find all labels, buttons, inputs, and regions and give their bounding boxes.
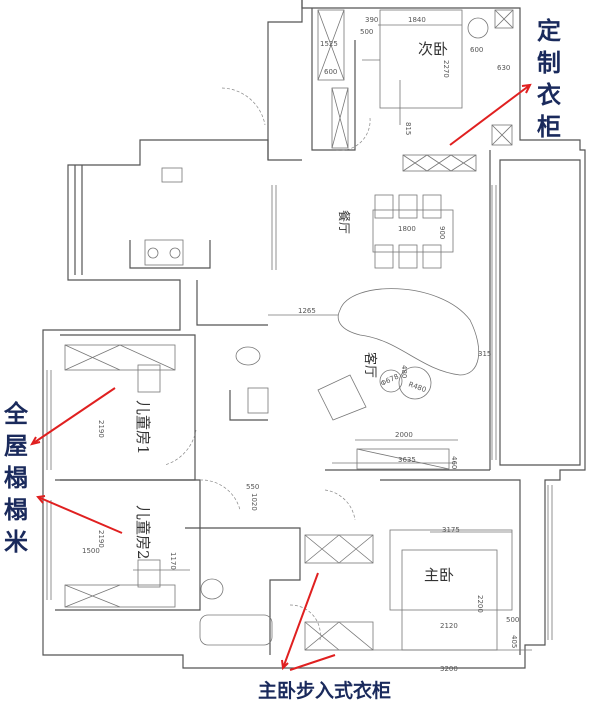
svg-text:2000: 2000 — [395, 431, 413, 439]
room-dining: 餐厅 — [337, 210, 352, 234]
room-living: 客厅 — [362, 352, 378, 378]
bathtub — [199, 614, 273, 646]
room-labels: 次卧 餐厅 客厅 儿童房1 儿童房2 主卧 — [134, 40, 454, 584]
stove — [144, 239, 184, 266]
svg-text:405: 405 — [510, 635, 518, 648]
svg-text:600: 600 — [470, 46, 483, 54]
master-bed — [389, 529, 513, 611]
svg-text:500: 500 — [506, 616, 519, 624]
room-kids-1: 儿童房1 — [134, 400, 152, 455]
furniture — [137, 9, 513, 651]
svg-text:480: 480 — [400, 365, 408, 378]
svg-text:600: 600 — [324, 68, 337, 76]
sink — [161, 167, 183, 183]
room-master: 主卧 — [424, 566, 454, 584]
custom-wardrobe — [402, 154, 477, 172]
sofa — [337, 288, 479, 376]
svg-text:2190: 2190 — [97, 530, 105, 548]
svg-text:2270: 2270 — [442, 60, 450, 78]
svg-text:630: 630 — [497, 64, 510, 72]
svg-text:2200: 2200 — [476, 595, 484, 613]
svg-text:2120: 2120 — [440, 622, 458, 630]
svg-text:1840: 1840 — [408, 16, 426, 24]
callout-tatami: 全屋榻榻米 — [4, 400, 28, 556]
svg-text:460: 460 — [450, 456, 458, 469]
callout-custom-wardrobe: 定制衣柜 — [537, 17, 561, 141]
svg-text:1500: 1500 — [82, 547, 100, 555]
svg-text:2190: 2190 — [97, 420, 105, 438]
svg-text:Φ678: Φ678 — [379, 373, 399, 388]
svg-text:550: 550 — [246, 483, 259, 491]
svg-text:815: 815 — [404, 122, 412, 135]
svg-text:1800: 1800 — [398, 225, 416, 233]
svg-text:R480: R480 — [407, 380, 427, 394]
callout-arrows — [29, 83, 532, 671]
svg-text:1265: 1265 — [298, 307, 316, 315]
svg-text:1525: 1525 — [320, 40, 338, 48]
svg-text:500: 500 — [360, 28, 373, 36]
dimension-lines — [133, 24, 532, 651]
svg-text:315: 315 — [478, 350, 491, 358]
toilet — [235, 346, 261, 366]
svg-text:900: 900 — [438, 226, 446, 239]
dimension-labels: 390 1840 500 1525 600 2270 600 630 815 1… — [82, 16, 519, 673]
svg-text:3200: 3200 — [440, 665, 458, 673]
svg-text:390: 390 — [365, 16, 378, 24]
dining-table — [372, 209, 454, 253]
svg-text:3175: 3175 — [442, 526, 460, 534]
svg-text:1170: 1170 — [169, 552, 177, 570]
wardrobes — [64, 9, 514, 651]
callout-walk-in-closet: 主卧步入式衣柜 — [258, 680, 392, 701]
svg-text:1020: 1020 — [250, 493, 258, 511]
room-second-bedroom: 次卧 — [418, 40, 448, 58]
walls — [42, 0, 586, 669]
room-kids-2: 儿童房2 — [134, 505, 152, 560]
doors — [164, 87, 371, 641]
svg-text:3635: 3635 — [398, 456, 416, 464]
bed-second — [379, 9, 463, 109]
